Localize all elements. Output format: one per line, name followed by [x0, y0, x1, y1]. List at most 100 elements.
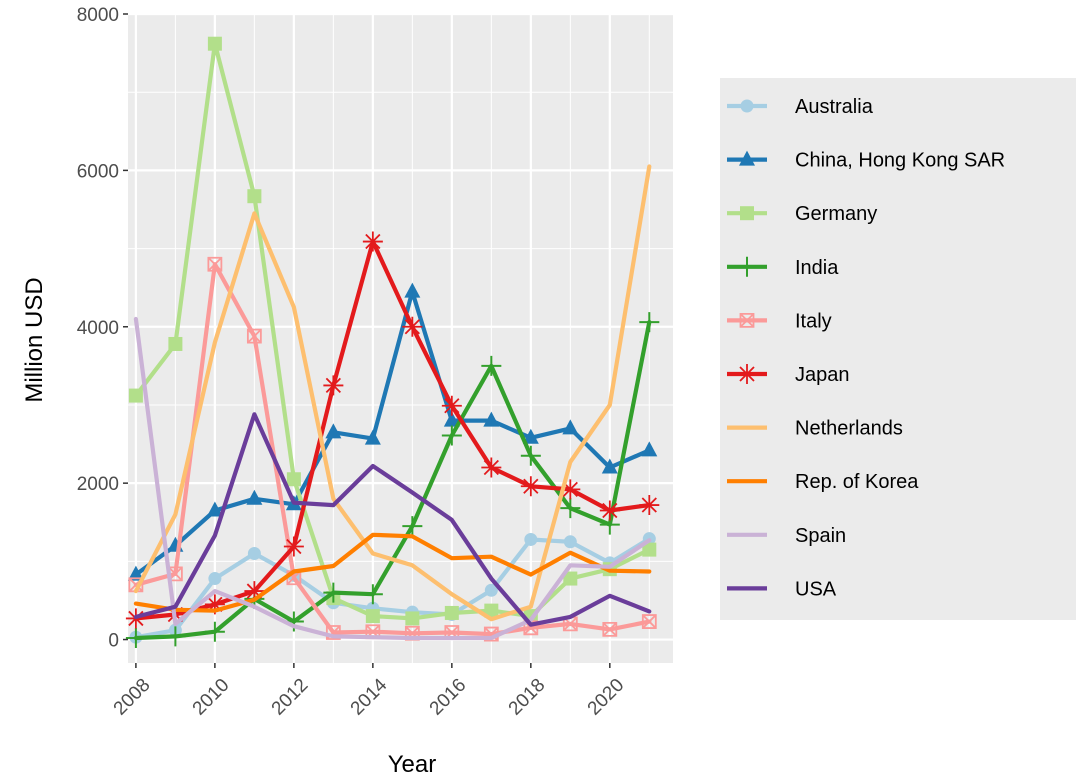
series-line [133, 164, 652, 622]
data-point [246, 328, 262, 344]
data-point [444, 605, 459, 620]
data-point [402, 316, 423, 337]
data-point [602, 621, 618, 637]
x-axis-title: Year [388, 751, 437, 778]
data-point [641, 614, 657, 629]
data-point [563, 535, 577, 549]
legend-label: Spain [795, 525, 846, 547]
data-point [522, 428, 539, 444]
legend-label: Italy [795, 310, 832, 332]
y-axis-title: Million USD [21, 277, 48, 402]
data-point [128, 388, 143, 403]
data-point [127, 565, 144, 581]
legend-label: China, Hong Kong SAR [795, 150, 1005, 172]
series-line [133, 316, 652, 641]
data-point [562, 419, 579, 435]
data-point [520, 476, 541, 497]
data-point [165, 626, 186, 647]
data-point [599, 500, 620, 521]
data-point [204, 621, 225, 642]
series-line [133, 412, 652, 627]
y-tick-label: 4000 [77, 318, 119, 339]
y-tick-label: 6000 [77, 161, 119, 182]
legend-item: Netherlands [727, 418, 903, 440]
legend-label: Japan [795, 364, 850, 386]
x-tick-label: 2018 [505, 675, 550, 720]
data-point [286, 472, 301, 487]
data-point [601, 458, 618, 474]
legend-label: Australia [795, 96, 874, 118]
data-point [364, 429, 381, 445]
legend-item: Germany [727, 203, 877, 225]
y-tick-label: 8000 [77, 5, 119, 26]
data-point [247, 189, 262, 204]
data-point [524, 532, 538, 546]
series-lines [125, 36, 660, 648]
data-point [642, 542, 657, 557]
data-point [283, 536, 304, 557]
series-netherlands [133, 164, 652, 622]
y-tick-label: 2000 [77, 474, 119, 495]
data-point [405, 611, 420, 626]
data-point [481, 355, 502, 376]
data-point [246, 489, 263, 505]
data-point [365, 609, 380, 624]
data-point [323, 375, 344, 396]
y-tick-label: 0 [108, 631, 119, 652]
data-point [520, 445, 541, 466]
legend-label: India [795, 257, 839, 279]
data-point [402, 516, 423, 537]
data-point [483, 411, 500, 427]
series-line [133, 532, 652, 613]
data-point [639, 312, 660, 333]
legend-key-marker [739, 313, 755, 328]
legend-key-marker [739, 150, 755, 166]
data-point [441, 425, 462, 446]
legend-key-marker [740, 99, 754, 113]
x-tick-label: 2012 [268, 675, 313, 720]
x-tick-label: 2020 [584, 675, 629, 720]
data-point [207, 256, 223, 272]
data-point [247, 547, 261, 561]
data-point [125, 627, 146, 648]
data-point [639, 495, 660, 516]
legend-key-marker [740, 206, 754, 221]
data-point [168, 336, 183, 351]
data-point [362, 231, 383, 252]
legend-item: Australia [727, 96, 874, 118]
data-point [208, 572, 222, 586]
legend-label: USA [795, 578, 837, 600]
legend-item: India [727, 257, 839, 279]
data-point [484, 583, 498, 597]
data-point [481, 457, 502, 478]
series-line [133, 536, 652, 640]
series-spain [133, 316, 652, 641]
x-tick-label: 2008 [110, 675, 155, 720]
legend-key-marker [737, 364, 757, 384]
data-point [323, 582, 344, 603]
legend-key-marker [737, 256, 757, 277]
data-point [443, 411, 460, 427]
legend-label: Rep. of Korea [795, 471, 919, 493]
legend-item: China, Hong Kong SAR [727, 150, 1005, 172]
x-tick-label: 2016 [426, 675, 471, 720]
legend-item: Rep. of Korea [727, 471, 919, 493]
data-point [560, 479, 581, 500]
legend-item: Italy [727, 310, 832, 332]
data-point [204, 594, 225, 615]
legend-background [720, 78, 1076, 620]
legend-label: Netherlands [795, 418, 903, 440]
legend-item: Japan [727, 364, 850, 386]
data-point [563, 571, 578, 586]
x-tick-label: 2014 [347, 674, 392, 719]
data-point [404, 282, 421, 298]
data-point [362, 584, 383, 605]
data-point [641, 441, 658, 457]
data-point [484, 603, 499, 618]
data-point [560, 498, 581, 519]
series-usa [133, 412, 652, 627]
data-point [441, 395, 462, 416]
